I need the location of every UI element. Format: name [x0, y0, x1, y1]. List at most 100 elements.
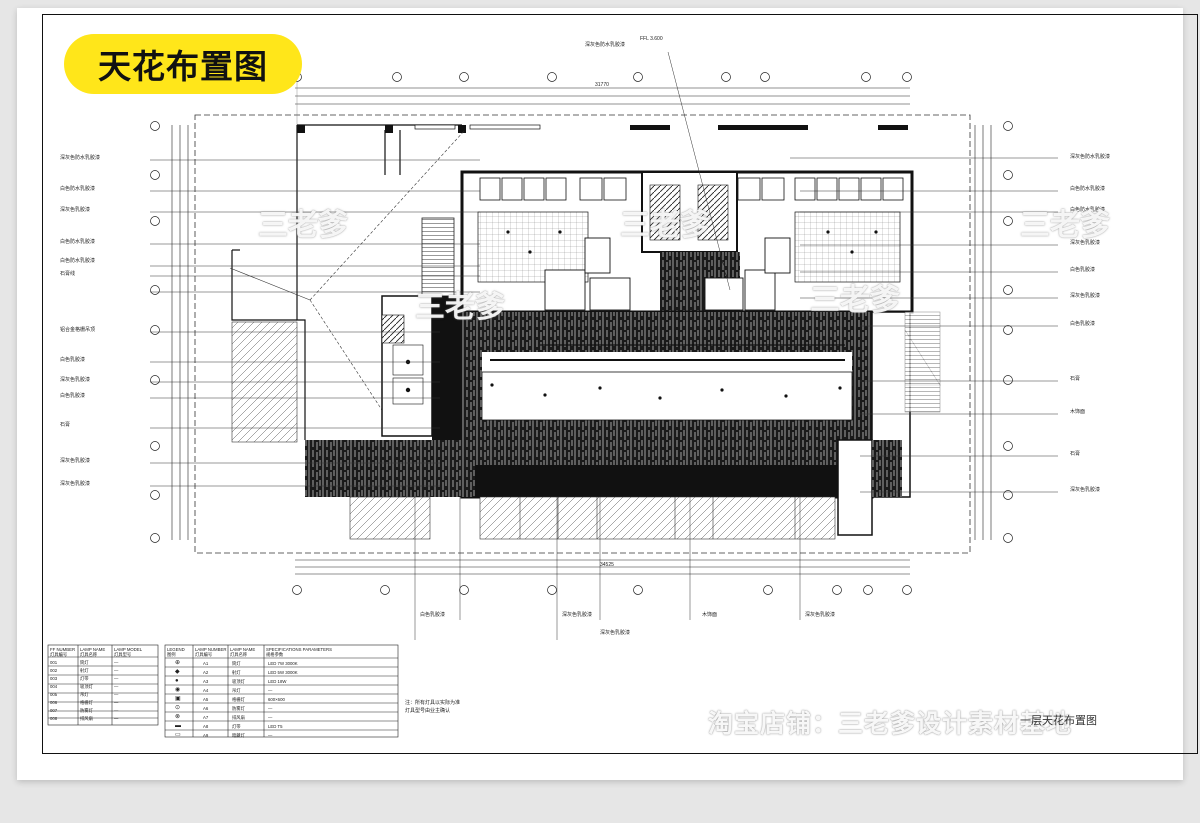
- restroom-stalls: [479, 177, 904, 201]
- legend-right-header-3: SPECIFICATIONS PARAMETERS 规格参数: [266, 647, 332, 657]
- left-callout-0: 深灰色防水乳胶漆: [60, 155, 101, 161]
- legend-left-cell: —: [114, 692, 119, 697]
- legend-right-cell: A6: [203, 706, 209, 711]
- legend-symbol-icon: ◆: [175, 669, 180, 675]
- left-callout-10: 石膏: [60, 422, 71, 428]
- right-callout-6: 白色乳胶漆: [1070, 321, 1096, 327]
- legend-left-cell: —: [114, 660, 119, 665]
- legend-right-cell: —: [268, 715, 273, 720]
- window-d: [718, 125, 808, 130]
- legend-right-cell: 暗藏灯: [232, 733, 245, 738]
- top-leader-line: [667, 51, 731, 291]
- legend-left-cell: 筒灯: [80, 660, 89, 665]
- legend-right-cell: 600×600: [268, 697, 285, 702]
- left-callout-5: 石膏线: [60, 271, 76, 277]
- left-callout-2: 深灰色乳胶漆: [60, 207, 91, 213]
- left-leader-lines: [150, 159, 480, 487]
- column-a1: [297, 125, 305, 133]
- legend-left-cell: —: [114, 684, 119, 689]
- legend-right-header-1: LAMP NUMBER 灯具编号: [195, 647, 227, 657]
- legend-left-cell: 吸顶灯: [80, 684, 93, 689]
- left-callout-8: 深灰色乳胶漆: [60, 377, 91, 383]
- legend-right-cell: A5: [203, 697, 209, 702]
- legend-right-cell: —: [268, 688, 273, 693]
- legend-right-cell: —: [268, 706, 273, 711]
- bottom-axis-markers: [292, 585, 912, 595]
- legend-right-cell: A8: [203, 724, 209, 729]
- legend-left-cell: 002: [50, 668, 58, 673]
- legend-symbol-icon: ◉: [175, 687, 181, 693]
- right-callout-2: 白色防水乳胶漆: [1070, 207, 1106, 213]
- staircase: [421, 217, 455, 299]
- legend-left-cell: 007: [50, 708, 58, 713]
- legend-right-cell: —: [268, 733, 273, 738]
- legend-right-cell: 防雾灯: [232, 706, 245, 711]
- top-axis-markers: [292, 72, 912, 130]
- legend-left-cell: 格栅灯: [80, 700, 93, 705]
- legend-left-cell: 吊灯: [80, 692, 89, 697]
- bottom-callout-1: 深灰色乳胶漆: [562, 612, 593, 618]
- right-callout-9: 石膏: [1070, 451, 1081, 457]
- legend-right-cell: A7: [203, 715, 209, 720]
- right-callout-8: 木饰面: [1070, 409, 1086, 415]
- right-callout-7: 石膏: [1070, 376, 1081, 382]
- window-b: [469, 124, 541, 130]
- legend-right-cell: 格栅灯: [232, 697, 245, 702]
- left-callout-6: 铝合金格栅吊顶: [60, 327, 96, 333]
- right-dimension-lines: [974, 125, 992, 540]
- legend-right-cell: A4: [203, 688, 209, 693]
- note-0: 注：所有灯具以实际为准: [405, 700, 461, 706]
- right-callout-5: 深灰色乳胶漆: [1070, 293, 1101, 299]
- right-leader-lines: [790, 157, 1058, 493]
- note-1: 灯具型号由业主确认: [405, 708, 451, 714]
- front-canopy-left: [349, 496, 431, 540]
- legend-right-cell: A1: [203, 661, 209, 666]
- legend-right-cell: 吊灯: [232, 688, 241, 693]
- legend-right-cell: 筒灯: [232, 661, 241, 666]
- legend-left-cell: 排风扇: [80, 716, 93, 721]
- top-dimension-lines: [295, 87, 910, 105]
- dining-wood-band-bottom: [462, 420, 872, 465]
- shop-watermark: 淘宝店铺：三老爹设计素材基地: [708, 709, 1073, 738]
- right-callout-0: 深灰色防水乳胶漆: [1070, 154, 1111, 160]
- top-overall-dimension: 31770: [595, 82, 609, 88]
- legend-right-cell: 射灯: [232, 670, 241, 675]
- page-title: 天花布置图: [64, 34, 302, 94]
- legend-right-cell: LED T5: [268, 724, 283, 729]
- site-boundary-dashed: [194, 114, 971, 554]
- drawing-caption: 一层天花布置图: [1020, 714, 1097, 727]
- legend-left-cell: —: [114, 700, 119, 705]
- right-callout-10: 深灰色乳胶漆: [1070, 487, 1101, 493]
- legend-right-header-0: LEGEND 图例: [167, 647, 185, 657]
- top-level-tag: FFL 3.600: [640, 36, 663, 42]
- column-c1: [458, 125, 466, 133]
- left-callout-9: 白色乳胶漆: [60, 393, 86, 399]
- legend-left-cell: 防雾灯: [80, 708, 93, 713]
- legend-symbol-icon: ▬: [175, 723, 181, 729]
- bottom-callout-3: 木饰面: [702, 612, 718, 618]
- legend-right-cell: LED 5W 3000K: [268, 670, 298, 675]
- left-wood-ceiling: [305, 440, 475, 497]
- restroom-inner-rooms: [544, 237, 791, 311]
- left-dimension-lines: [171, 125, 189, 540]
- bottom-overall-dimension: 34525: [600, 562, 614, 568]
- left-callout-11: 深灰色乳胶漆: [60, 458, 91, 464]
- legend-symbol-icon: ⊗: [175, 714, 181, 720]
- legend-symbol-icon: ⊙: [175, 705, 181, 711]
- legend-symbol-icon: ▣: [175, 696, 181, 702]
- bottom-callout-0: 白色乳胶漆: [420, 612, 446, 618]
- restroom-ceiling-grids: [477, 211, 901, 283]
- entrance-vestibule: [837, 439, 873, 536]
- right-callout-3: 深灰色乳胶漆: [1070, 240, 1101, 246]
- legend-right-cell: LED 18W: [268, 679, 287, 684]
- legend-right-cell: 吸顶灯: [232, 679, 245, 684]
- window-c: [630, 125, 670, 130]
- light-symbols: [405, 230, 878, 400]
- legend-right-header-2: LAMP NAME 灯具名称: [230, 647, 256, 657]
- legend-right-cell: A3: [203, 679, 209, 684]
- legend-right-cell: 排风扇: [232, 715, 245, 720]
- window-e: [878, 125, 908, 130]
- window-a: [414, 124, 456, 130]
- legend-right-cell: A9: [203, 733, 209, 738]
